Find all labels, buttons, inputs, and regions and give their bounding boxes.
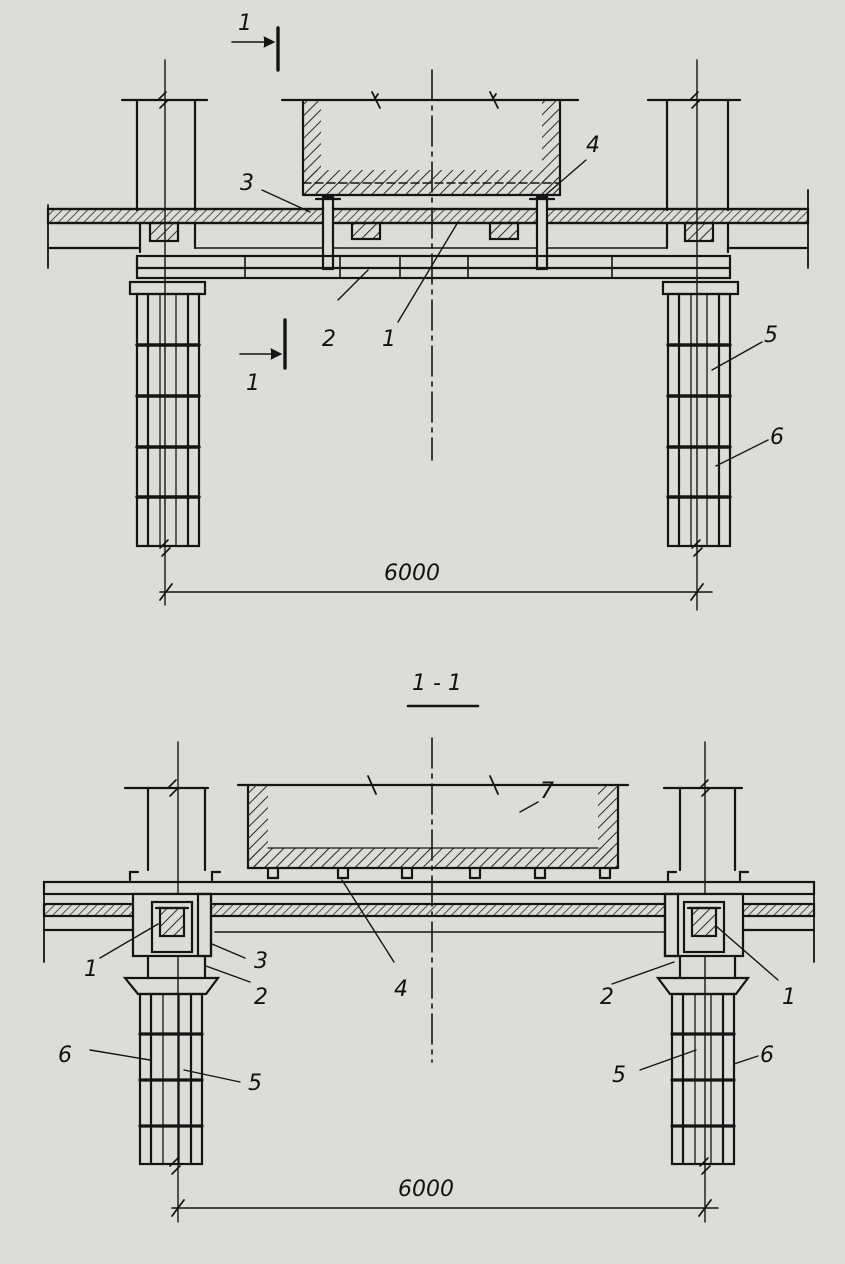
rib-beam	[488, 221, 520, 241]
rib-beam	[350, 221, 382, 241]
elevation-view	[46, 26, 810, 611]
elevation-labels: 1 3 4 2 1 1 5 6 6000	[238, 11, 784, 586]
callout-1-left: 1	[84, 957, 98, 982]
beam-node-left	[131, 892, 213, 958]
dimension-label: 6000	[398, 1177, 454, 1202]
section-mark-bottom	[239, 318, 287, 370]
floor-slab	[42, 893, 816, 963]
section-mark-top	[231, 26, 280, 72]
lower-column-right	[670, 992, 736, 1166]
lower-column-left	[138, 992, 204, 1166]
callout-6-right: 6	[760, 1043, 774, 1068]
lower-column-right	[666, 292, 732, 548]
upper-column-right	[646, 98, 742, 212]
callout-6: 6	[770, 425, 784, 450]
leader-1	[397, 221, 459, 323]
callout-2-right: 2	[600, 985, 614, 1010]
beam-node-right	[663, 892, 745, 958]
dimension-line	[171, 1199, 719, 1217]
rib-beam	[683, 221, 715, 243]
callout-3: 3	[254, 949, 268, 974]
upper-column-left	[123, 786, 210, 872]
callout-7: 7	[540, 779, 554, 804]
upper-column-right	[662, 786, 744, 872]
leader-3	[261, 189, 311, 213]
dimension-line	[159, 583, 713, 601]
callout-4: 4	[394, 977, 408, 1002]
section-title: 1 - 1	[412, 671, 462, 696]
leader-5	[711, 341, 763, 371]
callout-3: 3	[240, 171, 254, 196]
leader-4	[541, 159, 587, 199]
column-cap-left	[128, 280, 207, 296]
leader-6	[715, 439, 769, 467]
callout-5: 5	[764, 323, 778, 348]
load-block	[280, 98, 580, 197]
load-block	[236, 783, 630, 870]
callout-6-left: 6	[58, 1043, 72, 1068]
callout-2: 2	[322, 327, 336, 352]
section-view	[42, 704, 816, 1223]
dimension-label: 6000	[384, 561, 440, 586]
callout-2-left: 2	[254, 985, 268, 1010]
callout-5-right: 5	[612, 1063, 626, 1088]
column-cap-right	[655, 976, 751, 996]
callout-section-1-top: 1	[238, 11, 252, 36]
callout-section-1-bottom: 1	[246, 371, 260, 396]
callout-5-left: 5	[248, 1071, 262, 1096]
transfer-beam	[135, 254, 732, 280]
lower-column-left	[135, 292, 201, 548]
rib-beam	[148, 221, 180, 243]
column-cap-left	[122, 976, 221, 996]
callout-1-right: 1	[782, 985, 796, 1010]
callout-4: 4	[586, 133, 600, 158]
upper-column-left	[120, 98, 209, 212]
runner-beams	[42, 870, 816, 896]
callout-1: 1	[382, 327, 396, 352]
support-pads	[266, 866, 612, 880]
leader-2	[337, 269, 369, 301]
column-cap-right	[661, 280, 740, 296]
section-labels: 1 - 1 7 1 3 2 4 2 1 6 5 5 6 6000	[58, 671, 796, 1202]
